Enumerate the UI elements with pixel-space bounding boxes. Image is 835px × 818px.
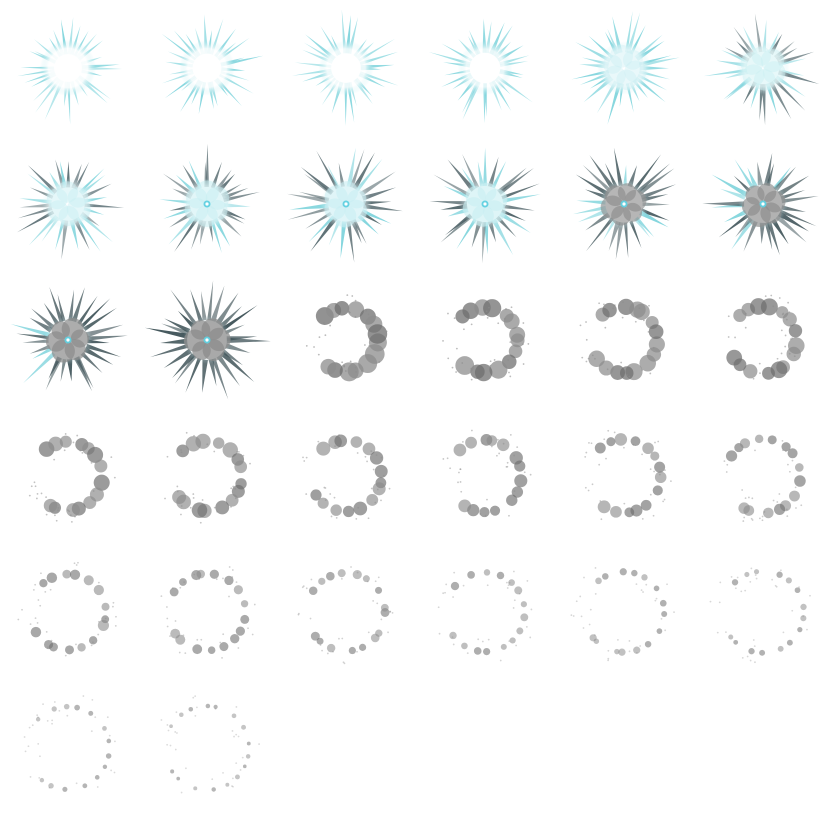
sprite-frame: [0, 408, 139, 544]
smoke-ring: [305, 294, 388, 382]
sprite-frame: [0, 272, 139, 408]
sprite-frame: [139, 680, 278, 816]
sprite-frame: [556, 408, 695, 544]
sprite-frame: [139, 408, 278, 544]
sprite-frame: [0, 136, 139, 272]
burst-rays: [287, 147, 403, 263]
sprite-frame: [417, 0, 556, 136]
smoke-ring: [302, 434, 391, 520]
sprite-frame: [278, 0, 417, 136]
sprite-frame: [556, 272, 695, 408]
burst-rays: [702, 152, 819, 256]
burst-rays: [16, 159, 125, 260]
smoke-ring: [437, 569, 533, 662]
smoke-ring: [570, 567, 675, 662]
smoke-ring: [709, 567, 811, 664]
sprite-frame: [556, 0, 695, 136]
smoke-ring: [584, 429, 672, 521]
burst-rays: [10, 286, 128, 392]
smoke-ring: [160, 566, 256, 659]
sprite-frame: [695, 136, 834, 272]
burst-rays: [703, 13, 820, 126]
sprite-frame: [278, 408, 417, 544]
smoke-ring: [23, 695, 116, 792]
sprite-frame: [139, 272, 278, 408]
smoke-ring: [442, 429, 532, 518]
smoke-ring: [297, 566, 394, 665]
smoke-ring: [726, 294, 805, 380]
smoke-ring: [723, 434, 806, 522]
smoke-ring: [160, 695, 260, 794]
burst-rays: [161, 14, 264, 115]
sprite-frame: [695, 0, 834, 136]
burst-rays: [429, 147, 541, 264]
burst-rays: [144, 280, 271, 400]
sprite-frame: [0, 0, 139, 136]
smoke-ring: [17, 561, 117, 657]
sprite-frame: [695, 408, 834, 544]
smoke-ring: [28, 433, 116, 523]
sprite-frame: [695, 272, 834, 408]
sprite-frame: [695, 544, 834, 680]
sprite-frame: [0, 544, 139, 680]
sprite-frame: [556, 544, 695, 680]
sprite-frame: [139, 0, 278, 136]
burst-rays: [428, 18, 533, 124]
burst-rays: [292, 9, 399, 126]
sprite-frame: [139, 544, 278, 680]
sprite-frame: [278, 544, 417, 680]
smoke-ring: [442, 299, 530, 382]
smoke-ring: [164, 431, 251, 524]
sprite-frame: [0, 680, 139, 816]
burst-rays: [571, 10, 680, 125]
sprite-frame: [417, 408, 556, 544]
sprite-frame: [139, 136, 278, 272]
burst-rays: [17, 17, 123, 125]
smoke-ring: [579, 298, 665, 381]
burst-rays: [159, 143, 260, 253]
sprite-frame: [417, 272, 556, 408]
burst-rays: [572, 147, 677, 260]
sprite-frame: [417, 136, 556, 272]
sprite-frame: [278, 272, 417, 408]
sprite-frame: [417, 544, 556, 680]
sprite-frame: [556, 136, 695, 272]
sprite-frame: [278, 136, 417, 272]
